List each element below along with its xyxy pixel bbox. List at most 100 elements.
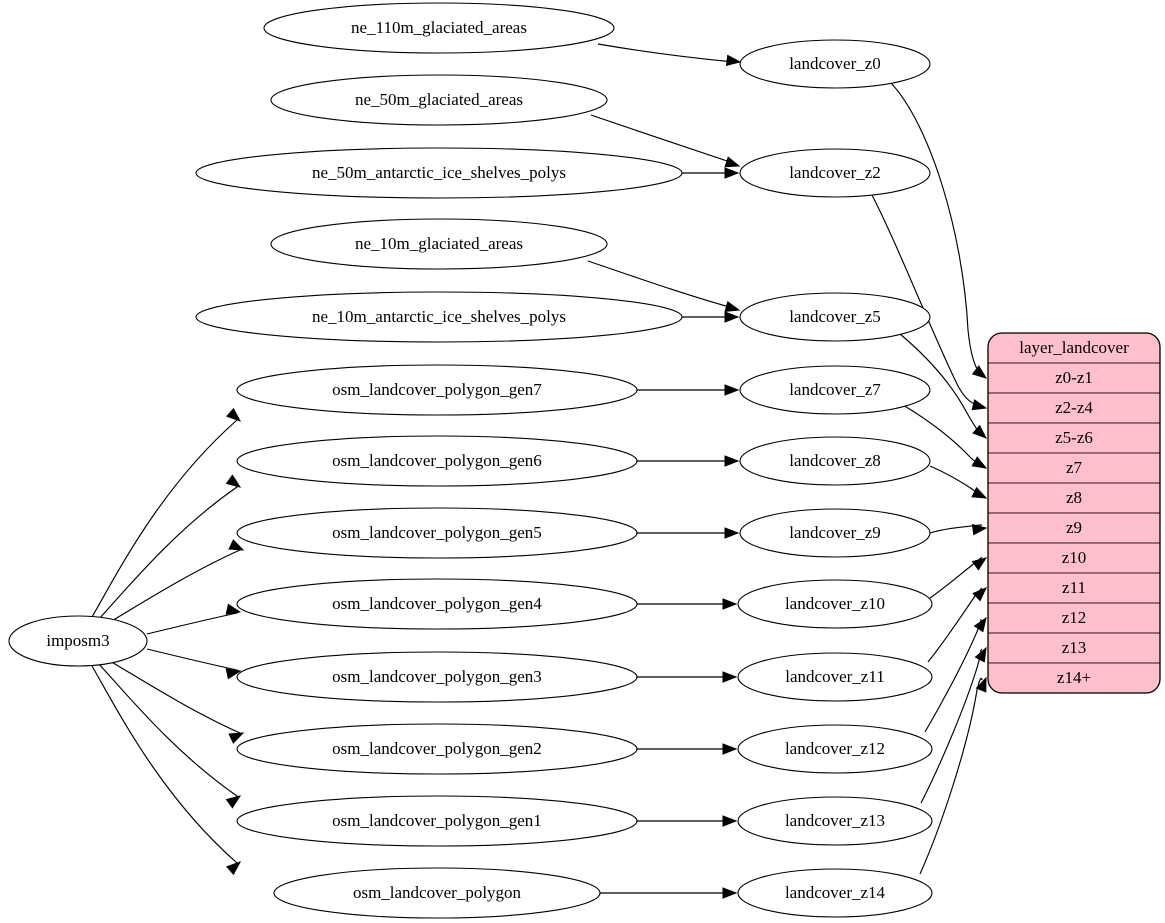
node-osm_landcover_polygon_gen5[interactable]: osm_landcover_polygon_gen5 xyxy=(236,507,638,559)
table-row-z2-z4[interactable]: z2-z4 xyxy=(988,392,1160,424)
arrowhead-landcover_z2_b xyxy=(724,167,740,179)
arrowhead-landcover_z13 xyxy=(722,815,738,827)
table-row-z5-z6[interactable]: z5-z6 xyxy=(988,422,1160,454)
table-row-label: z9 xyxy=(1066,518,1082,537)
node-osm_landcover_polygon_gen1[interactable]: osm_landcover_polygon_gen1 xyxy=(236,795,638,847)
table-row-label: z10 xyxy=(1062,548,1087,567)
arrowhead-osm_landcover_polygon_gen5 xyxy=(228,539,245,551)
table-row-z9[interactable]: z9 xyxy=(988,512,1160,544)
node-ne_10m_antarctic_ice_shelves_polys[interactable]: ne_10m_antarctic_ice_shelves_polys xyxy=(195,291,683,343)
edge-landcover_z11-to-row_z11 xyxy=(927,587,983,663)
arrowhead-landcover_z5_b xyxy=(724,311,740,323)
node-landcover_z14[interactable]: landcover_z14 xyxy=(737,868,933,918)
table-row-z8[interactable]: z8 xyxy=(988,482,1160,514)
table-row-z12[interactable]: z12 xyxy=(988,602,1160,634)
node-ne_10m_glaciated_areas[interactable]: ne_10m_glaciated_areas xyxy=(270,218,608,270)
arrowhead-row_z0-z1 xyxy=(971,365,988,379)
table-row-z0-z1[interactable]: z0-z1 xyxy=(988,362,1160,394)
node-label: ne_10m_antarctic_ice_shelves_polys xyxy=(312,307,566,326)
edge-landcover_z14-to-row_z14+ xyxy=(919,677,983,875)
table-row-label: z2-z4 xyxy=(1055,398,1093,417)
node-label: ne_50m_glaciated_areas xyxy=(355,90,523,109)
table-row-label: z14+ xyxy=(1057,668,1091,687)
edge-imposm3-to-osm_landcover_polygon_gen4 xyxy=(146,611,239,635)
layer-landcover-table: layer_landcover z0-z1 z2-z4 z5-z6 z7 z8 z9 z10 z… xyxy=(987,332,1161,694)
node-landcover_z7[interactable]: landcover_z7 xyxy=(739,365,931,415)
node-landcover_z5[interactable]: landcover_z5 xyxy=(739,292,931,342)
node-ne_50m_glaciated_areas[interactable]: ne_50m_glaciated_areas xyxy=(270,74,608,126)
arrowhead-landcover_z12 xyxy=(722,743,738,755)
edge-imposm3-to-osm_landcover_polygon xyxy=(91,665,239,865)
node-label: landcover_z14 xyxy=(785,883,886,902)
arrowhead-row_z8 xyxy=(971,486,988,499)
node-landcover_z10[interactable]: landcover_z10 xyxy=(737,579,933,629)
table-row-z10[interactable]: z10 xyxy=(988,542,1160,574)
node-label: osm_landcover_polygon_gen2 xyxy=(332,739,542,758)
table-outline xyxy=(987,332,1161,694)
node-label: landcover_z0 xyxy=(789,54,881,73)
arrowhead-osm_landcover_polygon_gen6 xyxy=(225,474,242,488)
node-label: landcover_z8 xyxy=(789,451,881,470)
arrowhead-osm_landcover_polygon_gen7 xyxy=(226,407,242,422)
edge-imposm3-to-osm_landcover_polygon_gen5 xyxy=(109,548,242,623)
node-label: landcover_z9 xyxy=(789,523,881,542)
arrowhead-row_z9 xyxy=(971,523,988,536)
table-row-label: z11 xyxy=(1062,578,1086,597)
node-osm_landcover_polygon_gen2[interactable]: osm_landcover_polygon_gen2 xyxy=(236,723,638,775)
node-landcover_z13[interactable]: landcover_z13 xyxy=(737,796,933,846)
node-ne_110m_glaciated_areas[interactable]: ne_110m_glaciated_areas xyxy=(263,2,615,54)
node-label: osm_landcover_polygon_gen6 xyxy=(332,451,542,470)
node-landcover_z8[interactable]: landcover_z8 xyxy=(739,436,931,486)
edge-imposm3-to-osm_landcover_polygon_gen1 xyxy=(97,662,239,798)
table-row-label: z7 xyxy=(1066,458,1083,477)
arrowhead-row_z7 xyxy=(971,456,988,469)
node-landcover_z11[interactable]: landcover_z11 xyxy=(737,652,933,702)
table-row-z7[interactable]: z7 xyxy=(988,452,1160,484)
edge-imposm3-to-osm_landcover_polygon_gen3 xyxy=(146,648,239,672)
node-label: ne_10m_glaciated_areas xyxy=(355,234,523,253)
arrowhead-row_z13 xyxy=(974,646,987,663)
table-row-z14+[interactable]: z14+ xyxy=(988,662,1160,693)
edge-landcover_z10-to-row_z10 xyxy=(929,556,983,599)
node-landcover_z2[interactable]: landcover_z2 xyxy=(739,148,931,198)
edge-landcover_z8-to-row_z8 xyxy=(929,465,983,496)
arrowhead-landcover_z5_a xyxy=(724,300,741,313)
arrowhead-landcover_z2_a xyxy=(724,156,741,168)
edge-ne_50m_glaciated_areas-to-landcover_z2 xyxy=(590,114,735,165)
table-row-label: z12 xyxy=(1062,608,1087,627)
node-label: landcover_z7 xyxy=(789,380,881,399)
arrowhead-landcover_z0 xyxy=(725,54,742,67)
node-osm_landcover_polygon[interactable]: osm_landcover_polygon xyxy=(273,867,601,919)
edge-landcover_z9-to-row_z9 xyxy=(929,524,982,534)
arrowhead-osm_landcover_polygon_gen4 xyxy=(225,603,242,615)
arrowhead-row_z14+ xyxy=(975,676,987,693)
node-landcover_z12[interactable]: landcover_z12 xyxy=(737,724,933,774)
node-osm_landcover_polygon_gen6[interactable]: osm_landcover_polygon_gen6 xyxy=(236,435,638,487)
node-label: osm_landcover_polygon xyxy=(353,883,522,902)
node-landcover_z0[interactable]: landcover_z0 xyxy=(739,39,931,89)
node-label: landcover_z2 xyxy=(789,163,881,182)
arrowhead-row_z2-z4 xyxy=(971,399,988,411)
table-row-z11[interactable]: z11 xyxy=(988,572,1160,604)
edge-ne_110m_glaciated_areas-to-landcover_z0 xyxy=(597,43,735,63)
table-header-label: layer_landcover xyxy=(1019,338,1129,357)
arrowhead-landcover_z7 xyxy=(724,384,740,396)
node-ne_50m_antarctic_ice_shelves_polys[interactable]: ne_50m_antarctic_ice_shelves_polys xyxy=(195,147,683,199)
arrowhead-osm_landcover_polygon_gen2 xyxy=(228,732,245,744)
table-row-z13[interactable]: z13 xyxy=(988,632,1160,664)
node-osm_landcover_polygon_gen4[interactable]: osm_landcover_polygon_gen4 xyxy=(236,578,638,630)
node-label: ne_50m_antarctic_ice_shelves_polys xyxy=(312,163,566,182)
node-label: osm_landcover_polygon_gen7 xyxy=(332,380,542,399)
arrowhead-landcover_z11 xyxy=(722,671,738,683)
node-landcover_z9[interactable]: landcover_z9 xyxy=(739,508,931,558)
arrowhead-osm_landcover_polygon_gen1 xyxy=(225,795,242,809)
node-label: landcover_z12 xyxy=(785,739,885,758)
node-osm_landcover_polygon_gen7[interactable]: osm_landcover_polygon_gen7 xyxy=(236,364,638,416)
arrowhead-row_z5-z6 xyxy=(972,424,988,439)
node-label: landcover_z10 xyxy=(785,594,885,613)
node-imposm3[interactable]: imposm3 xyxy=(8,615,148,667)
node-osm_landcover_polygon_gen3[interactable]: osm_landcover_polygon_gen3 xyxy=(236,651,638,703)
edge-landcover_z0-to-row_z0-z1 xyxy=(890,82,982,376)
